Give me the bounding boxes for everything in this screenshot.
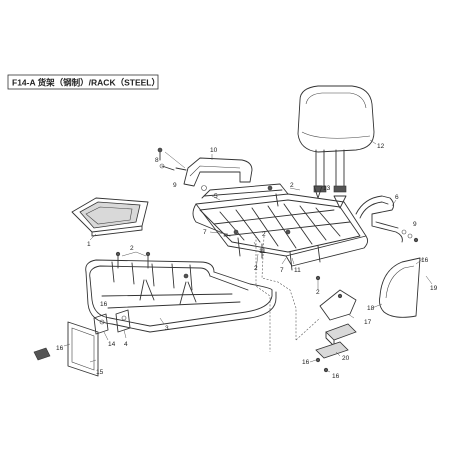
callout-1: 1 [87, 241, 91, 248]
callout-11b: 11 [294, 267, 301, 274]
side-rail [355, 195, 419, 243]
callout-6: 6 [395, 194, 399, 201]
callout-8: 8 [155, 157, 159, 164]
callout-2a: 2 [290, 182, 294, 189]
callout-7a: 7 [203, 229, 207, 236]
callout-12: 12 [377, 143, 385, 150]
callout-9b: 9 [413, 221, 417, 228]
callout-9a: 9 [173, 182, 177, 189]
callout-18: 18 [367, 305, 375, 312]
diagram-title: F14-A 货架（钢制）/RACK（STEEL） [12, 78, 160, 88]
callout-16b: 16 [56, 345, 64, 352]
lower-frame-fasteners [115, 251, 189, 279]
rack-insert [71, 197, 149, 237]
callout-5: 5 [214, 193, 218, 200]
wiring-harness [255, 235, 321, 352]
backrest-bracket [183, 157, 253, 191]
callout-13: 13 [323, 185, 331, 192]
callout-16d: 16 [302, 359, 310, 366]
callout-17: 17 [364, 319, 372, 326]
round-shield [379, 257, 421, 318]
callout-2-lower: 2 [130, 245, 134, 252]
bolt-set-upper-left [157, 147, 187, 171]
callout-7b: 7 [280, 267, 284, 274]
license-plate [67, 321, 99, 377]
leader-lines [63, 139, 433, 373]
backrest-pad [297, 85, 375, 193]
title-box: F14-A 货架（钢制）/RACK（STEEL） [7, 74, 160, 90]
callout-20: 20 [342, 355, 350, 362]
callout-4: 4 [124, 341, 128, 348]
callout-2d: 2 [316, 289, 320, 296]
callout-16c: 16 [421, 257, 429, 264]
upper-fasteners [233, 185, 347, 281]
connector-lower-left [33, 347, 51, 361]
small-brackets [93, 309, 131, 335]
callout-2c: 2 [254, 265, 258, 272]
callout-16e: 16 [332, 373, 340, 380]
callout-14: 14 [108, 341, 116, 348]
callout-19: 19 [430, 285, 438, 292]
lower-rack-frame [85, 259, 277, 333]
callout-16a: 16 [100, 301, 108, 308]
plate-bracket [315, 289, 357, 373]
callout-3: 3 [165, 325, 169, 332]
callout-10: 10 [210, 147, 218, 154]
callout-15: 15 [96, 369, 104, 376]
callout-labels: 12 10 8 9 5 2 13 6 9 7 2 11 2 7 11 2 1 2… [56, 143, 438, 380]
callout-11a: 11 [259, 248, 266, 255]
callout-2b: 2 [262, 231, 266, 238]
upper-rack-frame [192, 183, 369, 271]
